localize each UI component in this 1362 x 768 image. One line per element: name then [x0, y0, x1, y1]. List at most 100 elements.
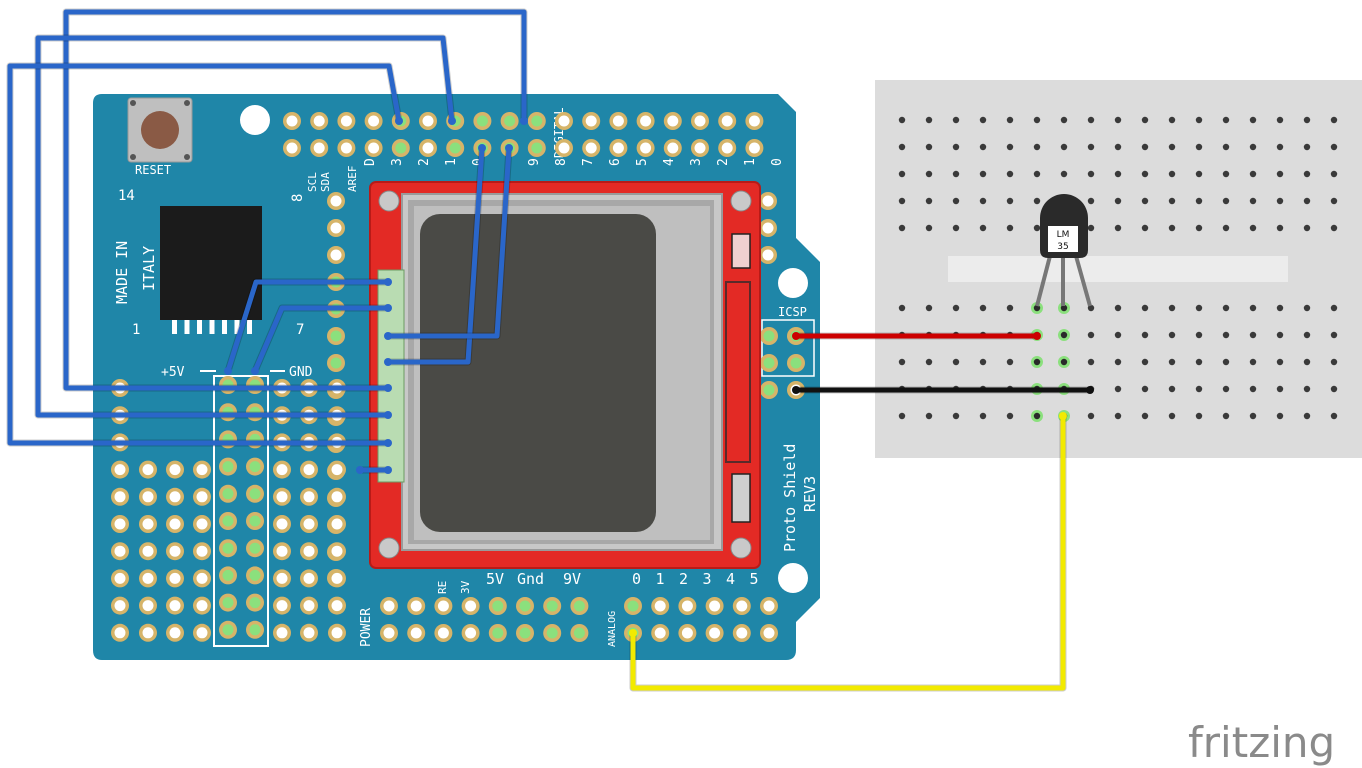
breadboard-hole: [1222, 304, 1230, 312]
board-hole: [169, 518, 181, 530]
board-hole: [114, 572, 126, 584]
breadboard-hole: [898, 304, 906, 312]
breadboard-hole: [1195, 170, 1203, 178]
breadboard-hole-center: [1033, 412, 1041, 420]
board-hole: [114, 627, 126, 639]
board-hole: [276, 572, 288, 584]
breadboard-hole: [1141, 331, 1149, 339]
breadboard-hole-center: [1060, 304, 1068, 312]
breadboard-hole: [1114, 385, 1122, 393]
breadboard-hole: [1168, 143, 1176, 151]
board-hole: [410, 600, 422, 612]
board-hole: [573, 600, 585, 612]
italy-label: ITALY: [140, 246, 158, 291]
breadboard-hole: [1330, 197, 1338, 205]
digital-pin-label: 0: [471, 158, 486, 166]
board-hole: [763, 384, 775, 396]
breadboard-hole: [1276, 170, 1284, 178]
board-hole: [249, 515, 261, 527]
digital-pin-label: 7: [581, 158, 596, 166]
breadboard-hole-center: [1060, 331, 1068, 339]
board-hole: [422, 115, 434, 127]
board-hole: [709, 600, 721, 612]
breadboard-hole: [1033, 224, 1041, 232]
breadboard-hole: [1330, 358, 1338, 366]
board-hole: [694, 142, 706, 154]
board-hole: [504, 115, 516, 127]
breadboard-hole: [1303, 385, 1311, 393]
board-hole: [762, 222, 774, 234]
breadboard-hole: [1168, 197, 1176, 205]
board-hole: [303, 627, 315, 639]
breadboard-hole: [1141, 412, 1149, 420]
breadboard-hole: [952, 197, 960, 205]
board-hole: [114, 464, 126, 476]
board-hole: [114, 600, 126, 612]
breadboard-hole: [898, 197, 906, 205]
power-pin-label: 9V: [563, 570, 581, 588]
board-hole: [276, 518, 288, 530]
board-hole: [368, 115, 380, 127]
board-hole: [546, 600, 558, 612]
aref-label: AREF: [346, 166, 359, 193]
board-hole: [276, 545, 288, 557]
breadboard-hole: [1276, 412, 1284, 420]
breadboard-hole: [1141, 197, 1149, 205]
breadboard-hole: [1330, 331, 1338, 339]
digital-pin-label: 5: [635, 158, 650, 166]
breadboard-hole: [1330, 116, 1338, 124]
board-hole: [286, 115, 298, 127]
wires: [6, 8, 1094, 692]
breadboard-hole: [952, 358, 960, 366]
breadboard-hole: [1195, 116, 1203, 124]
breadboard-hole: [1276, 116, 1284, 124]
breadboard-hole: [1276, 331, 1284, 339]
board-hole: [196, 464, 208, 476]
board-hole: [249, 569, 261, 581]
breadboard-hole: [979, 304, 987, 312]
board-hole: [222, 624, 234, 636]
plus5v-label: +5V: [161, 365, 185, 380]
board-hole: [748, 115, 760, 127]
board-hole: [142, 627, 154, 639]
board-hole: [142, 572, 154, 584]
breadboard-hole: [1087, 224, 1095, 232]
breadboard-hole: [1330, 224, 1338, 232]
breadboard-hole: [1168, 412, 1176, 420]
board-hole: [331, 518, 343, 530]
breadboard-hole: [1006, 197, 1014, 205]
breadboard-hole: [1303, 143, 1311, 151]
breadboard-hole: [1249, 304, 1257, 312]
breadboard-hole: [1141, 358, 1149, 366]
board-hole: [313, 115, 325, 127]
breadboard-hole: [979, 170, 987, 178]
board-hole: [249, 542, 261, 554]
breadboard-hole: [979, 197, 987, 205]
breadboard-hole: [1222, 385, 1230, 393]
board-hole: [340, 115, 352, 127]
data-wire-4: [385, 145, 485, 365]
breadboard-hole-center: [1033, 358, 1041, 366]
breadboard-hole: [898, 116, 906, 124]
board-hole: [762, 195, 774, 207]
breadboard-hole: [1249, 116, 1257, 124]
board-hole: [196, 491, 208, 503]
breadboard-hole: [979, 412, 987, 420]
board-hole: [331, 572, 343, 584]
breadboard-hole: [1249, 224, 1257, 232]
board-hole: [721, 115, 733, 127]
ic-pin7-label: 7: [296, 322, 304, 338]
analog-label: ANALOG: [607, 611, 618, 647]
lm35-label-line1: LM: [1057, 230, 1070, 240]
analog-pin-label: 2: [679, 570, 688, 588]
breadboard-hole: [1141, 304, 1149, 312]
ic-pin14-label: 14: [118, 188, 135, 204]
breadboard-hole: [925, 197, 933, 205]
breadboard-hole: [1303, 304, 1311, 312]
board-hole: [721, 142, 733, 154]
board-hole: [249, 461, 261, 473]
digital-pin-label: D: [363, 158, 378, 166]
ic-leg: [172, 320, 177, 334]
breadboard-hole: [1087, 358, 1095, 366]
board-hole: [519, 600, 531, 612]
